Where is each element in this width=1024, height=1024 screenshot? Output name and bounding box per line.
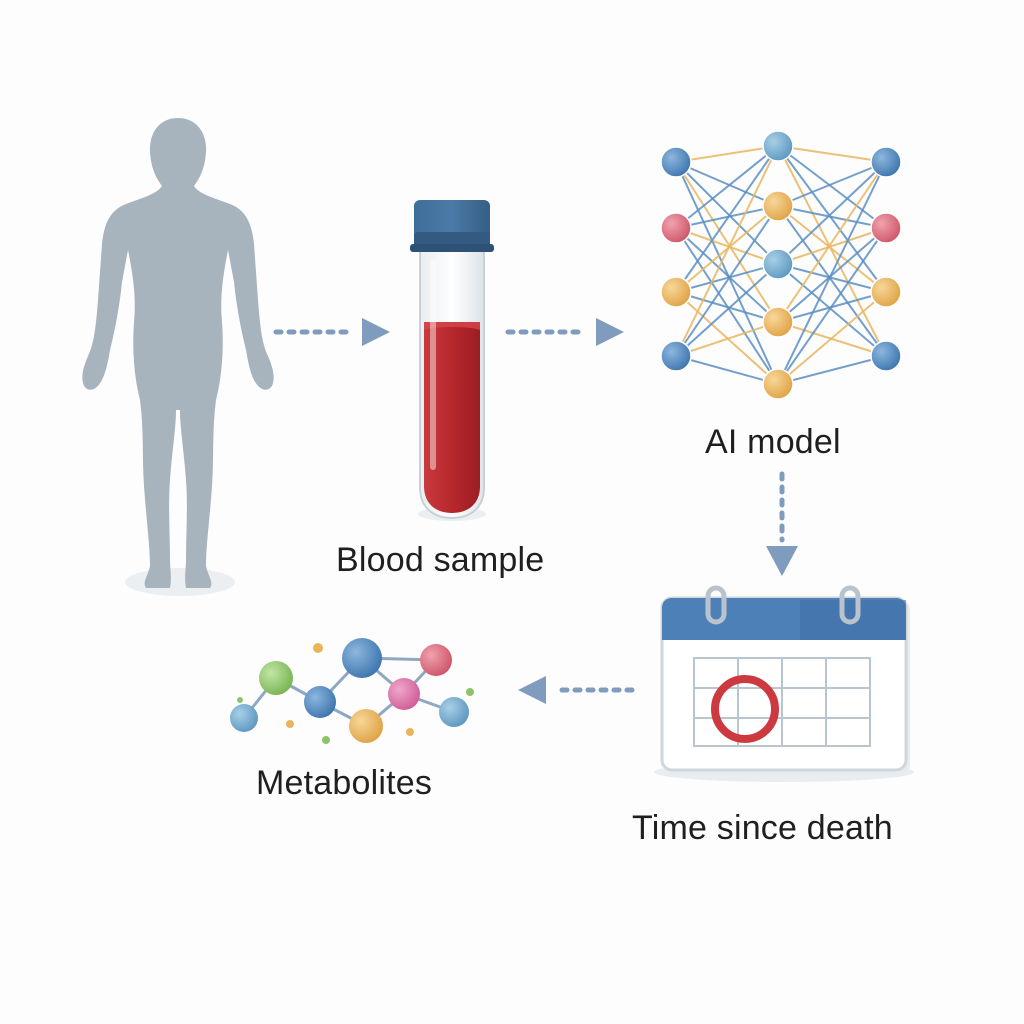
blood-sample-label: Blood sample — [336, 541, 545, 579]
network-edge — [777, 355, 887, 385]
human-body-icon — [82, 118, 274, 596]
network-edge — [675, 355, 779, 385]
network-edge — [777, 227, 887, 385]
molecule-particle — [406, 728, 414, 736]
neural-network-icon — [660, 130, 902, 400]
network-edge — [675, 227, 779, 323]
network-edge — [675, 145, 779, 357]
network-node — [870, 340, 902, 372]
calendar-icon — [654, 585, 914, 782]
network-edge — [675, 263, 779, 357]
ai-model-label: AI model — [705, 423, 841, 461]
molecule-particle — [313, 643, 323, 653]
network-node — [660, 146, 692, 178]
arrow-blood-to-ai — [505, 318, 624, 346]
network-edge — [777, 161, 887, 265]
molecule-atom — [420, 644, 452, 676]
network-edge — [675, 205, 779, 229]
network-edge — [675, 227, 779, 265]
network-edge — [777, 145, 887, 163]
network-node — [762, 130, 794, 162]
network-edge — [777, 145, 887, 293]
network-node — [762, 368, 794, 400]
network-edge — [777, 161, 887, 323]
network-edge — [675, 205, 779, 357]
molecule-particle — [466, 688, 474, 696]
network-edge — [675, 263, 779, 293]
network-node — [762, 248, 794, 280]
network-edge — [777, 161, 887, 207]
network-edge — [675, 291, 779, 323]
network-edge — [777, 205, 887, 229]
molecule-particle — [322, 736, 330, 744]
molecule-atom — [342, 638, 382, 678]
network-edge — [675, 161, 779, 265]
network-edge — [675, 145, 779, 293]
molecule-particle — [237, 697, 243, 703]
network-edge — [675, 161, 779, 207]
network-edge — [777, 227, 887, 265]
network-edge — [777, 205, 887, 293]
network-edge — [675, 161, 779, 385]
molecule-icon — [230, 638, 474, 744]
network-edge — [675, 321, 779, 357]
arrow-time-to-metabolites — [518, 676, 635, 704]
network-edge — [777, 263, 887, 293]
molecule-atom — [349, 709, 383, 743]
network-node — [762, 306, 794, 338]
network-node — [870, 146, 902, 178]
molecule-atom — [439, 697, 469, 727]
network-node — [660, 340, 692, 372]
metabolites-label: Metabolites — [256, 764, 433, 802]
molecule-particle — [286, 720, 294, 728]
molecule-atom — [388, 678, 420, 710]
network-edge — [777, 161, 887, 385]
network-edge — [777, 145, 887, 357]
network-node — [870, 276, 902, 308]
network-node — [660, 276, 692, 308]
network-edge — [675, 145, 779, 229]
network-edge — [777, 291, 887, 385]
molecule-atom — [230, 704, 258, 732]
network-edge — [777, 263, 887, 357]
network-edge — [777, 145, 887, 229]
test-tube-icon — [410, 200, 494, 521]
arrow-ai-to-time — [766, 471, 798, 576]
molecule-atom — [259, 661, 293, 695]
time-since-death-label: Time since death — [632, 809, 893, 847]
network-edge — [777, 205, 887, 357]
arrow-body-to-blood — [273, 318, 390, 346]
molecule-atom — [304, 686, 336, 718]
network-node — [660, 212, 692, 244]
network-edge — [675, 161, 779, 323]
network-node — [762, 190, 794, 222]
network-edge — [675, 145, 779, 163]
network-node — [870, 212, 902, 244]
